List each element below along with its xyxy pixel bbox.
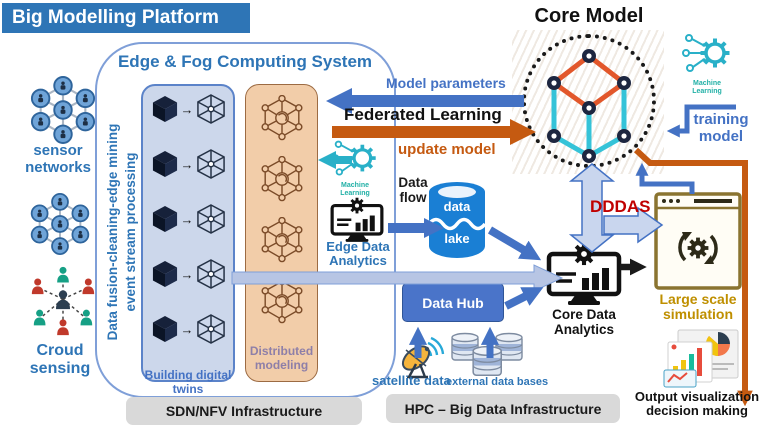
- training-model-label: training model: [693, 111, 749, 145]
- transform-arrow-icon: →: [180, 101, 194, 117]
- data-hub-label: Data Hub: [422, 294, 484, 311]
- distributed-network-icon: [260, 156, 303, 202]
- distributed-network-icon: [260, 217, 303, 263]
- simulation-window-icon: [654, 192, 742, 290]
- page-title: Big Modelling Platform: [2, 3, 250, 33]
- sensor-network-icon: [30, 193, 90, 255]
- cube-transform-row: →: [152, 204, 225, 234]
- distributed-network-icon: [260, 95, 303, 141]
- satellite-data-label: satellite data: [372, 373, 451, 388]
- building-digital-twins-label: Building digital twins: [144, 368, 232, 396]
- machine-learning-caption: Machine Learning: [692, 80, 722, 95]
- solid-cube-icon: [152, 151, 177, 177]
- edge-fog-computing-title: Edge & Fog Computing System: [117, 52, 373, 71]
- cube-transform-row: →: [152, 314, 225, 344]
- sdn-nfv-label: SDN/NFV Infrastructure: [165, 403, 323, 419]
- sensor-networks-label: sensor networks: [25, 142, 91, 176]
- hpc-big-data-infrastructure-bar: HPC – Big Data Infrastructure: [386, 394, 620, 423]
- transform-arrow-icon: →: [180, 156, 194, 172]
- core-data-analytics-label: Core Data Analytics: [552, 307, 616, 337]
- wireframe-cube-icon: [196, 94, 225, 124]
- hub-to-core-analytics-arrow: [504, 287, 544, 310]
- transform-arrow-icon: →: [180, 321, 194, 337]
- data-lake-word-lake: lake: [444, 231, 470, 246]
- cube-transform-row: →: [152, 149, 225, 179]
- distributed-network-icon: [260, 278, 303, 324]
- edge-data-analytics-label: Edge Data Analytics: [326, 239, 390, 269]
- large-scale-simulation-label: Large scale simulation: [659, 291, 737, 323]
- data-lake-word-data: data: [443, 199, 471, 214]
- wireframe-cube-icon: [196, 149, 225, 179]
- data-lake-icon: [427, 182, 487, 258]
- digital-twins-box: → → → → → Building digital twins: [141, 84, 235, 396]
- model-parameters-label: Model parameters: [386, 75, 506, 91]
- cube-transform-row: →: [152, 94, 225, 124]
- update-model-label: update model: [398, 141, 496, 158]
- core-model-title: Core Model: [534, 5, 644, 27]
- solid-cube-icon: [152, 261, 177, 287]
- transform-arrow-icon: →: [180, 266, 194, 282]
- wireframe-cube-icon: [196, 204, 225, 234]
- transform-arrow-icon: →: [180, 211, 194, 227]
- solid-cube-icon: [152, 316, 177, 342]
- vertical-label-data-fusion: Data fusion-cleaning-edge mining: [105, 123, 120, 341]
- machine-learning-icon: [332, 139, 378, 177]
- data-flow-label: Data flow: [398, 175, 428, 205]
- solid-cube-icon: [152, 206, 177, 232]
- output-visualization-icon: [663, 329, 739, 388]
- sensor-network-icon: [30, 76, 96, 144]
- distributed-modeling-label: Distributed modeling: [249, 344, 314, 373]
- edge-data-analytics-icon: [330, 197, 384, 244]
- dddas-label: DDDAS: [590, 197, 651, 216]
- external-data-bases-label: external data bases: [446, 376, 549, 388]
- external-databases-icon: [451, 332, 523, 376]
- hpc-big-data-label: HPC – Big Data Infrastructure: [404, 400, 602, 417]
- core-model-graph-icon: [547, 49, 631, 163]
- crowd-sensing-icon: [31, 266, 95, 336]
- sdn-nfv-infrastructure-bar: SDN/NFV Infrastructure: [126, 397, 362, 425]
- solid-cube-icon: [152, 96, 177, 122]
- output-visualization-label: Output visualization decision making: [634, 389, 760, 419]
- federated-learning-label: Federated Learning: [344, 105, 502, 124]
- machine-learning-caption: Machine Learning: [340, 182, 370, 197]
- lake-to-core-analytics-arrow: [487, 226, 542, 261]
- vertical-label-event-stream: event stream processing: [123, 152, 138, 312]
- wireframe-cube-icon: [196, 259, 225, 289]
- data-hub: Data Hub: [402, 283, 504, 322]
- wireframe-cube-icon: [196, 314, 225, 344]
- crowd-sensing-label: Croud sensing: [29, 342, 91, 377]
- distributed-modeling-box: Distributed modeling: [245, 84, 318, 382]
- machine-learning-icon: [682, 33, 732, 73]
- core-data-analytics-icon: [546, 242, 622, 308]
- cube-transform-row: →: [152, 259, 225, 289]
